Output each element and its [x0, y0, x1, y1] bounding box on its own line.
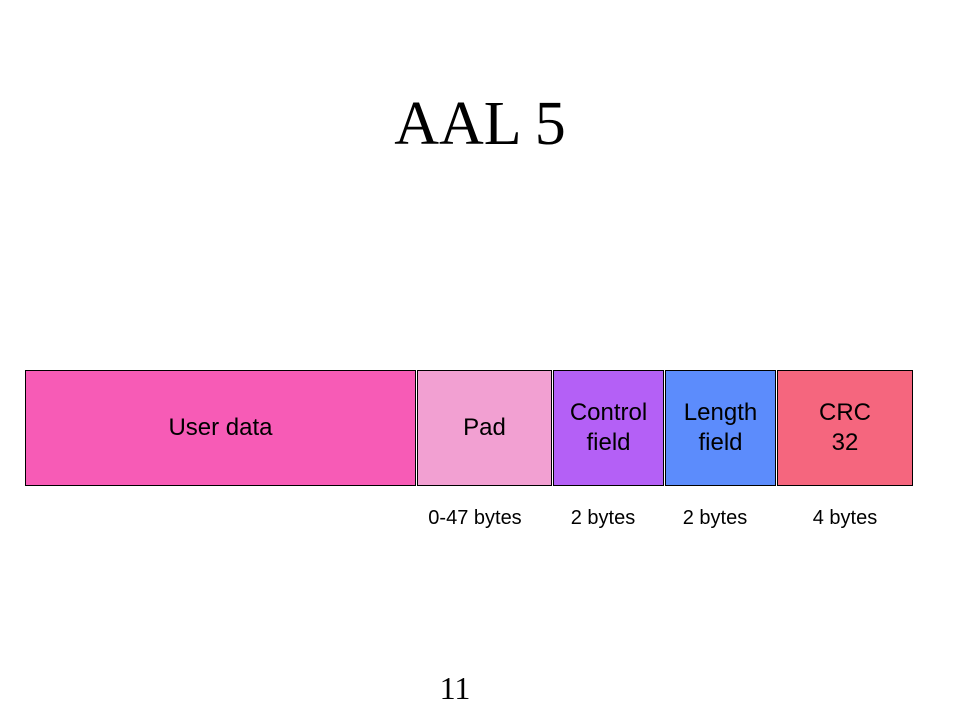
control-size-label: 2 bytes — [570, 507, 636, 529]
page-number: 11 — [439, 670, 471, 706]
length-size-label: 2 bytes — [682, 507, 748, 529]
crc32-field: CRC 32 — [777, 370, 913, 486]
crc32-size-label: 4 bytes — [812, 507, 878, 529]
slide-title: AAL 5 — [394, 90, 566, 158]
control-field: Control field — [553, 370, 664, 486]
length-field: Length field — [665, 370, 776, 486]
pad-field: Pad — [417, 370, 552, 486]
user-data-field: User data — [25, 370, 416, 486]
pad-size-label: 0-47 bytes — [428, 507, 522, 529]
